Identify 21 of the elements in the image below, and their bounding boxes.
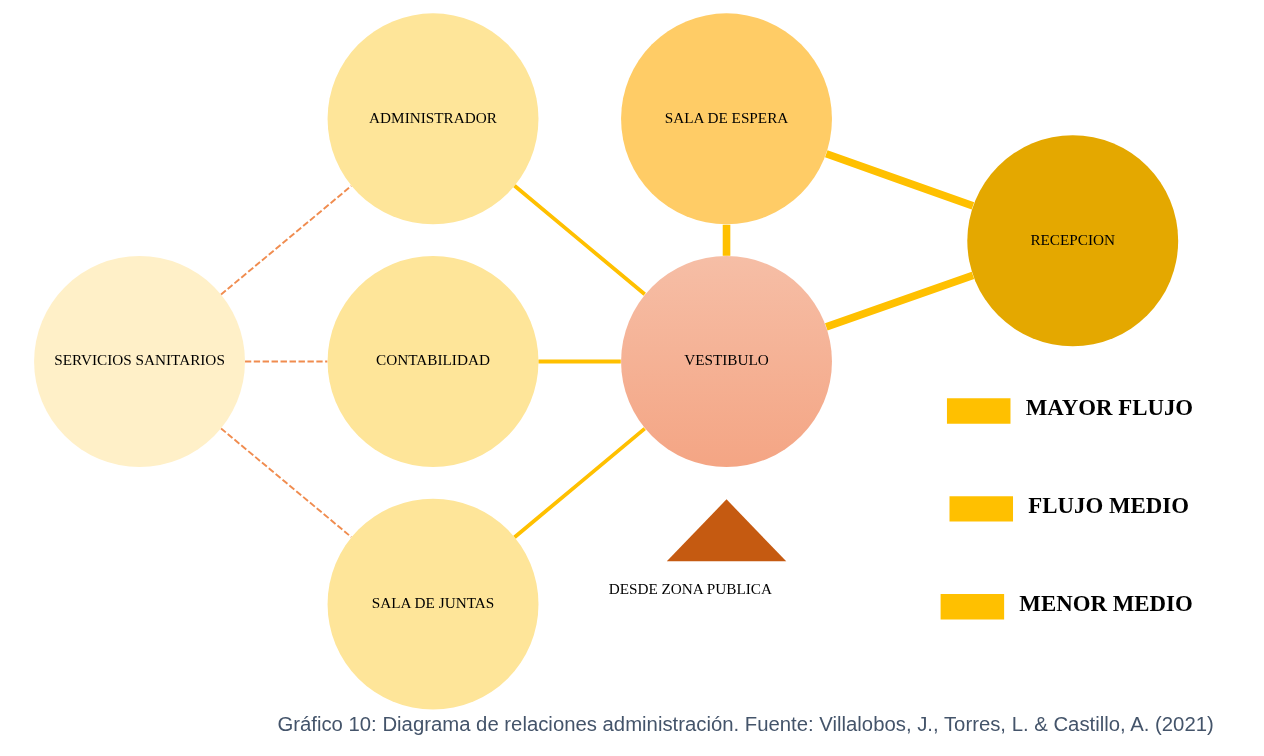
node-circle: SERVICIOS SANITARIOS — [33, 256, 245, 467]
connector — [538, 359, 621, 364]
connector — [824, 150, 974, 210]
node-circle: SALA DE ESPERA — [620, 13, 832, 225]
connector — [243, 360, 328, 363]
connector — [219, 427, 352, 538]
node-circle: SALA DE JUNTAS — [327, 498, 538, 710]
node-label: DESDE ZONA PUBLICA — [608, 580, 772, 598]
legend-label: MENOR MEDIO — [1018, 591, 1193, 617]
node-circle: ADMINISTRADOR — [327, 13, 538, 225]
legend-label: FLUJO MEDIO — [1027, 493, 1189, 519]
legend-label: MAYOR FLUJO — [1025, 395, 1193, 421]
connector — [512, 427, 646, 539]
node-circle: CONTABILIDAD — [327, 256, 538, 467]
node-circle: VESTIBULO — [620, 256, 832, 467]
connector — [219, 185, 352, 296]
connector — [512, 184, 646, 296]
caption: Gráfico 10: Diagrama de relaciones administración. Fuente: Villalobos, J., Torres, L. & Castillo, A. (2021) — [276, 712, 1214, 735]
connector — [824, 271, 974, 331]
connector — [722, 224, 730, 256]
node-circle: RECEPCION — [966, 135, 1178, 347]
